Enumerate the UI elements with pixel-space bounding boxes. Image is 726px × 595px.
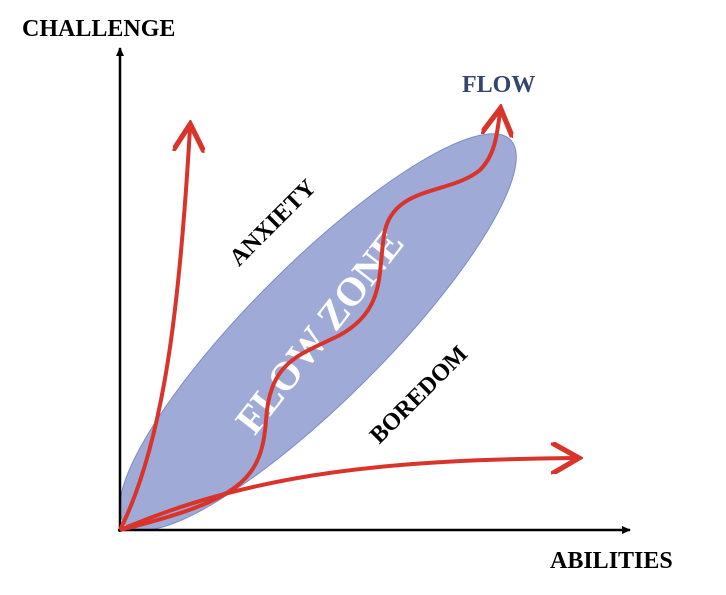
- boredom-curve: [119, 458, 575, 532]
- y-axis-label: CHALLENGE: [22, 16, 175, 42]
- anxiety-curve: [118, 128, 190, 531]
- flow-curve: [119, 112, 500, 532]
- x-axis-label: ABILITIES: [550, 548, 673, 574]
- flow-label: FLOW: [462, 72, 535, 98]
- flow-zone-ellipse: [119, 133, 517, 531]
